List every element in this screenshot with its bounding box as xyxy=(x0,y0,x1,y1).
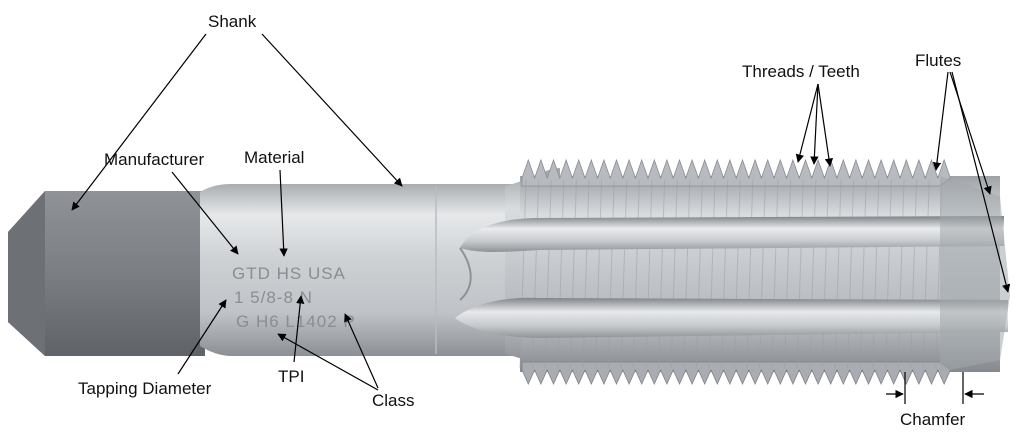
label-chamfer: Chamfer xyxy=(900,410,966,429)
thread-groove-line xyxy=(645,179,653,369)
leader-lines xyxy=(71,33,1011,404)
thread-crest-top xyxy=(521,158,951,187)
thread-groove-line xyxy=(670,179,678,369)
leader-tapping-diameter xyxy=(177,299,227,375)
square-drive-face xyxy=(8,191,45,356)
shank-body xyxy=(200,184,520,356)
square-drive-end xyxy=(8,191,205,356)
thread-groove-line xyxy=(834,179,842,369)
thread-groove-line xyxy=(872,179,880,369)
thread-groove-line xyxy=(733,179,741,369)
engraving-line-1: GTD HS USA xyxy=(232,264,346,283)
thread-groove-line xyxy=(708,179,716,369)
thread-teeth-top xyxy=(521,158,951,187)
thread-groove-line xyxy=(796,179,804,369)
leader-shank-left xyxy=(71,33,207,211)
thread-groove-line xyxy=(758,179,766,369)
thread-groove-line xyxy=(897,179,905,369)
leader-thread-2 xyxy=(810,83,819,165)
thread-groove-line xyxy=(809,179,817,369)
flute-lower xyxy=(455,297,1008,338)
thread-crest-bottom xyxy=(521,361,951,385)
leader-flute-3 xyxy=(951,71,1011,293)
leader-shank-right xyxy=(261,33,403,187)
thread-teeth-bottom xyxy=(521,361,951,385)
label-flutes: Flutes xyxy=(915,51,962,70)
leader-material xyxy=(279,169,288,257)
thread-groove-line xyxy=(922,179,930,369)
thread-groove-line xyxy=(847,179,855,369)
flute-upper xyxy=(460,216,1004,252)
label-class: Class xyxy=(372,391,415,410)
label-threads-teeth: Threads / Teeth xyxy=(742,62,860,81)
label-tapping-diameter: Tapping Diameter xyxy=(78,379,212,398)
thread-groove-line xyxy=(784,179,792,369)
label-tpi: TPI xyxy=(278,367,305,386)
leader-class-2 xyxy=(344,313,379,389)
thread-groove-line xyxy=(821,179,829,369)
label-shank: Shank xyxy=(208,12,257,31)
thread-groove-line xyxy=(910,179,918,369)
flute-edge xyxy=(459,247,472,301)
leader-manufacturer xyxy=(171,171,239,255)
thread-groove-line xyxy=(771,179,779,369)
thread-groove-line xyxy=(884,179,892,369)
chamfer-end xyxy=(940,176,1010,372)
leader-flute-1 xyxy=(932,71,949,171)
leader-class-1 xyxy=(277,333,379,391)
leader-thread-3 xyxy=(817,83,834,167)
leader-flute-2 xyxy=(949,71,992,195)
label-material: Material xyxy=(244,148,305,167)
label-manufacturer: Manufacturer xyxy=(104,150,205,169)
thread-groove-line xyxy=(859,179,867,369)
thread-groove-line xyxy=(683,179,691,369)
thread-groove-line xyxy=(746,179,754,369)
thread-groove-line xyxy=(695,179,703,369)
leader-tpi xyxy=(293,295,305,363)
engraving-line-3: G H6 L1402 P xyxy=(236,312,356,331)
thread-groove-line xyxy=(721,179,729,369)
leader-thread-1 xyxy=(795,83,819,163)
engraving-line-2: 1 5/8-8 N xyxy=(234,288,313,307)
thread-groove-line xyxy=(658,179,666,369)
